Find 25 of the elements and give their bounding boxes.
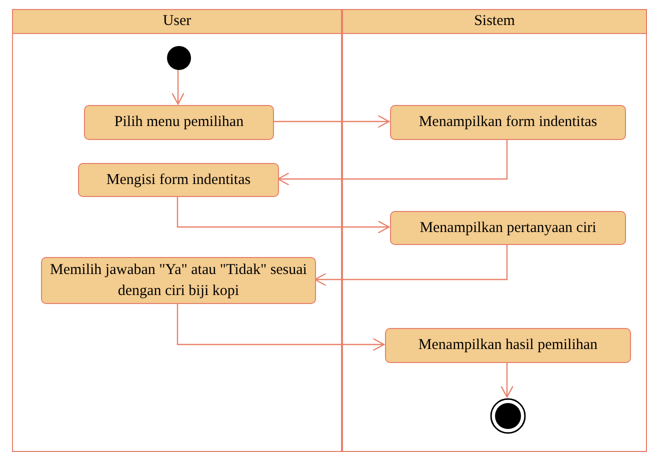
activity-box: [41, 257, 316, 304]
activity-box: [385, 328, 631, 363]
activity-box: [390, 211, 626, 245]
activity-label: Menampilkan form indentitas: [418, 113, 598, 132]
end-node: [490, 398, 526, 434]
arrow: [277, 139, 508, 186]
lane-title: Sistem: [474, 12, 515, 32]
arrow: [171, 69, 185, 105]
activity-label: Menampilkan hasil pemilihan: [417, 336, 599, 355]
arrow: [176, 196, 390, 234]
activity-box: [78, 163, 279, 197]
activity-box: [390, 105, 626, 140]
activity-label: Menampilkan pertanyaan ciri: [418, 218, 598, 238]
arrow: [500, 362, 514, 398]
activity-box: [84, 105, 274, 140]
start-node: [167, 46, 191, 70]
lane-title: User: [162, 12, 192, 32]
arrow: [176, 303, 385, 352]
swimlane: [12, 9, 342, 452]
arrow: [314, 244, 508, 286]
arrow: [273, 114, 390, 128]
swimlane: [342, 9, 647, 452]
activity-label: Memilih jawaban "Ya" atau "Tidak" sesuai dengan ciri biji kopi: [49, 260, 308, 300]
activity-label: Pilih menu pemilihan: [113, 113, 245, 132]
activity-label: Mengisi form indentitas: [105, 170, 252, 190]
